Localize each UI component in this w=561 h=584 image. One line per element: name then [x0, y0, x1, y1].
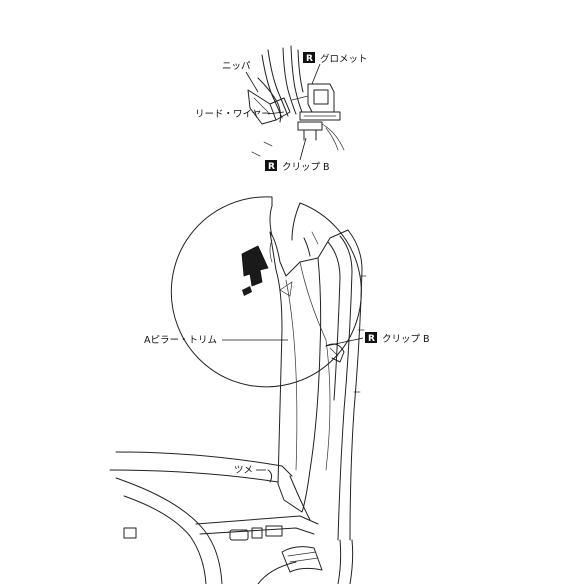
label-lead-wire-group: リード・ワイヤー: [195, 109, 285, 120]
dashboard: [109, 451, 323, 584]
label-clip-b-main-group: R クリップ B: [325, 332, 430, 347]
label-grommet-group: R グロメット: [303, 52, 368, 85]
grommet-part: [299, 83, 341, 121]
dash-vent-button: [123, 527, 137, 539]
dash-control-mid: [251, 527, 263, 539]
leader-grommet: [311, 63, 321, 85]
label-nippa: ニッパ: [222, 61, 251, 72]
label-clip-b-detail-group: R クリップ B: [265, 137, 330, 173]
clip-b-marker: [325, 343, 345, 363]
r-tag-clip-b-main: [365, 332, 377, 343]
label-nippa-group: ニッパ: [222, 61, 259, 93]
r-tag-grommet: [303, 52, 315, 63]
label-clip-b-main: クリップ B: [382, 334, 430, 345]
r-tag-clip-b-detail: [265, 160, 277, 171]
pillar-body: [317, 229, 367, 584]
label-claw-group: ツメ: [234, 465, 266, 476]
detail-clip-b: [297, 121, 345, 151]
a-pillar-trim: [269, 231, 331, 513]
detail-nippa-tool: [247, 89, 291, 125]
label-grommet: グロメット: [320, 53, 368, 65]
detail-wires: [257, 45, 304, 123]
dash-vent: [281, 546, 323, 573]
label-a-pillar-trim-group: Aピラー・トリム: [144, 335, 288, 346]
label-a-pillar-trim: Aピラー・トリム: [144, 335, 217, 346]
leader-clip-b-detail: [299, 137, 307, 161]
leader-lead-wire: [267, 111, 285, 115]
r-tag-clip-b-main-text: R: [368, 334, 375, 344]
dash-control-right: [265, 525, 283, 537]
label-claw: ツメ: [234, 465, 253, 476]
detail-misc-lines: [251, 95, 309, 157]
detail-circle: [170, 196, 362, 388]
detail-callout: [170, 196, 362, 388]
leader-clip-b-main: [325, 337, 364, 347]
label-lead-wire: リード・ワイヤー: [195, 109, 271, 120]
claw-marker: [267, 469, 273, 483]
r-tag-grommet-text: R: [306, 54, 313, 64]
label-clip-b-detail: クリップ B: [282, 162, 330, 173]
detail-tail: [291, 202, 301, 241]
r-tag-clip-b-detail-text: R: [268, 162, 275, 172]
leader-nippa: [245, 71, 259, 93]
pull-up-arrow: [241, 245, 269, 296]
windshield-edge: [303, 231, 319, 257]
dash-control-left: [229, 529, 249, 541]
